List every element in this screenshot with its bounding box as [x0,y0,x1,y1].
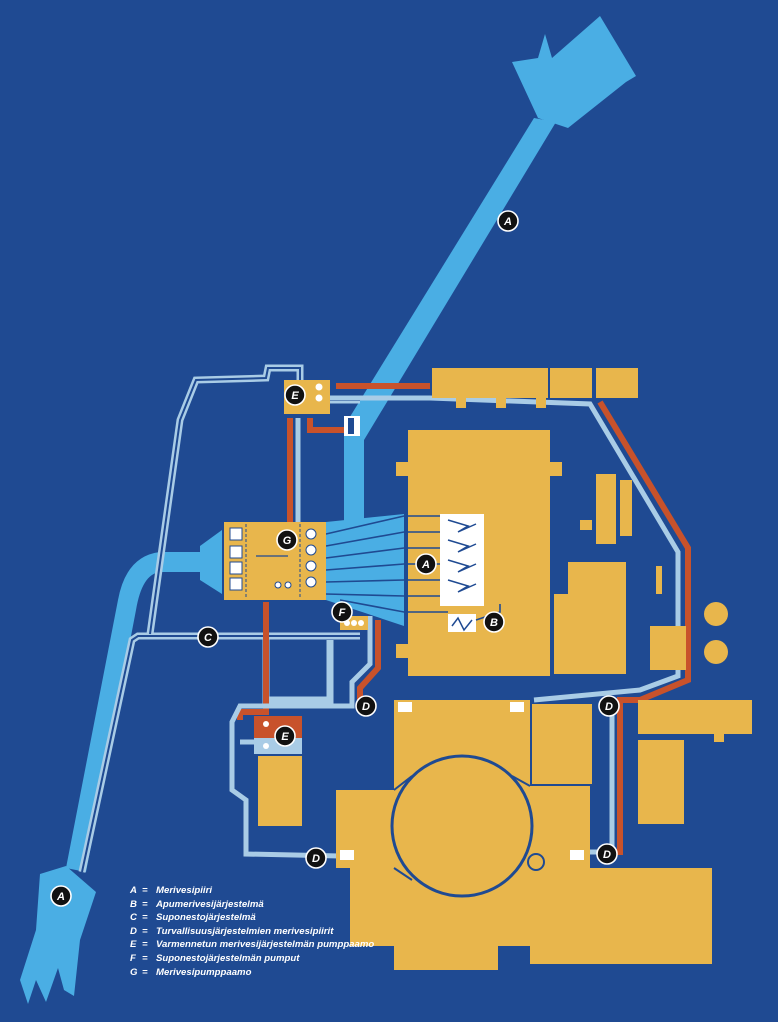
legend-equals: = [142,952,148,964]
marker-a: A [415,553,437,575]
marker-e: E [284,384,306,406]
sea-water-pump-house [224,522,326,600]
legend-text: Apumerivesijärjestelmä [156,898,264,910]
legend-row: E = Varmennetun merivesijärjestelmän pumpp… [130,938,374,952]
legend-row: A = Merivesipiiri [130,884,374,898]
legend-key: E [130,939,137,951]
legend-text: Turvallisuusjärjestelmien merivesipiirit [156,925,334,937]
marker-b: B [483,611,505,633]
sea-water-inlet-channel [344,16,636,524]
marker-label: F [339,607,346,619]
marker-label: D [603,849,611,861]
legend-row: F = Suponestojärjestelmän pumput [130,952,374,966]
legend-text: Suponestojärjestelmä [156,912,256,924]
legend-equals: = [142,939,148,951]
legend-row: B = Apumerivesijärjestelmä [130,898,374,912]
marker-label: G [283,535,292,547]
legend-text: Suponestojärjestelmän pumput [156,952,300,964]
marker-label: A [503,216,512,228]
legend-key: B [130,898,137,910]
valve-boxes [340,702,584,860]
cooling-water-lines [325,514,501,626]
legend-key: D [130,925,137,937]
legend-text: Merivesipumppaamo [156,966,252,978]
marker-label: E [291,390,299,402]
marker-label: D [605,701,613,713]
legend-key: A [130,885,137,896]
marker-d: D [355,695,377,717]
legend-equals: = [142,898,148,910]
legend-equals: = [142,912,148,924]
marker-label: C [204,632,213,644]
marker-d: D [596,843,618,865]
reactor-containment [390,754,545,898]
marker-d: D [598,695,620,717]
legend-row: D = Turvallisuusjärjestelmien merivesipiir… [130,925,374,939]
legend-equals: = [142,925,148,937]
legend-key: G [130,966,138,978]
legend-text: Varmennetun merivesijärjestelmän pumppaa… [156,939,375,951]
legend-key: F [130,952,136,964]
marker-label: E [281,731,289,743]
marker-g: G [276,529,298,551]
legend-row: G = Merivesipumppaamo [130,966,374,980]
marker-e: E [274,725,296,747]
marker-f: F [331,601,353,623]
legend-equals: = [142,966,148,978]
condenser [440,514,484,632]
marker-label: A [421,559,430,571]
marker-a: A [497,210,519,232]
marker-label: D [362,701,370,713]
legend-key: C [130,912,137,924]
marker-d: D [305,847,327,869]
marker-label: D [312,853,320,865]
legend-equals: = [142,885,148,896]
buildings [258,368,752,970]
marker-c: C [197,626,219,648]
marker-label: A [56,891,65,903]
marker-label: B [490,617,498,629]
legend-text: Merivesipiiri [156,885,212,896]
marker-a: A [50,885,72,907]
legend-row: C = Suponestojärjestelmä [130,911,374,925]
